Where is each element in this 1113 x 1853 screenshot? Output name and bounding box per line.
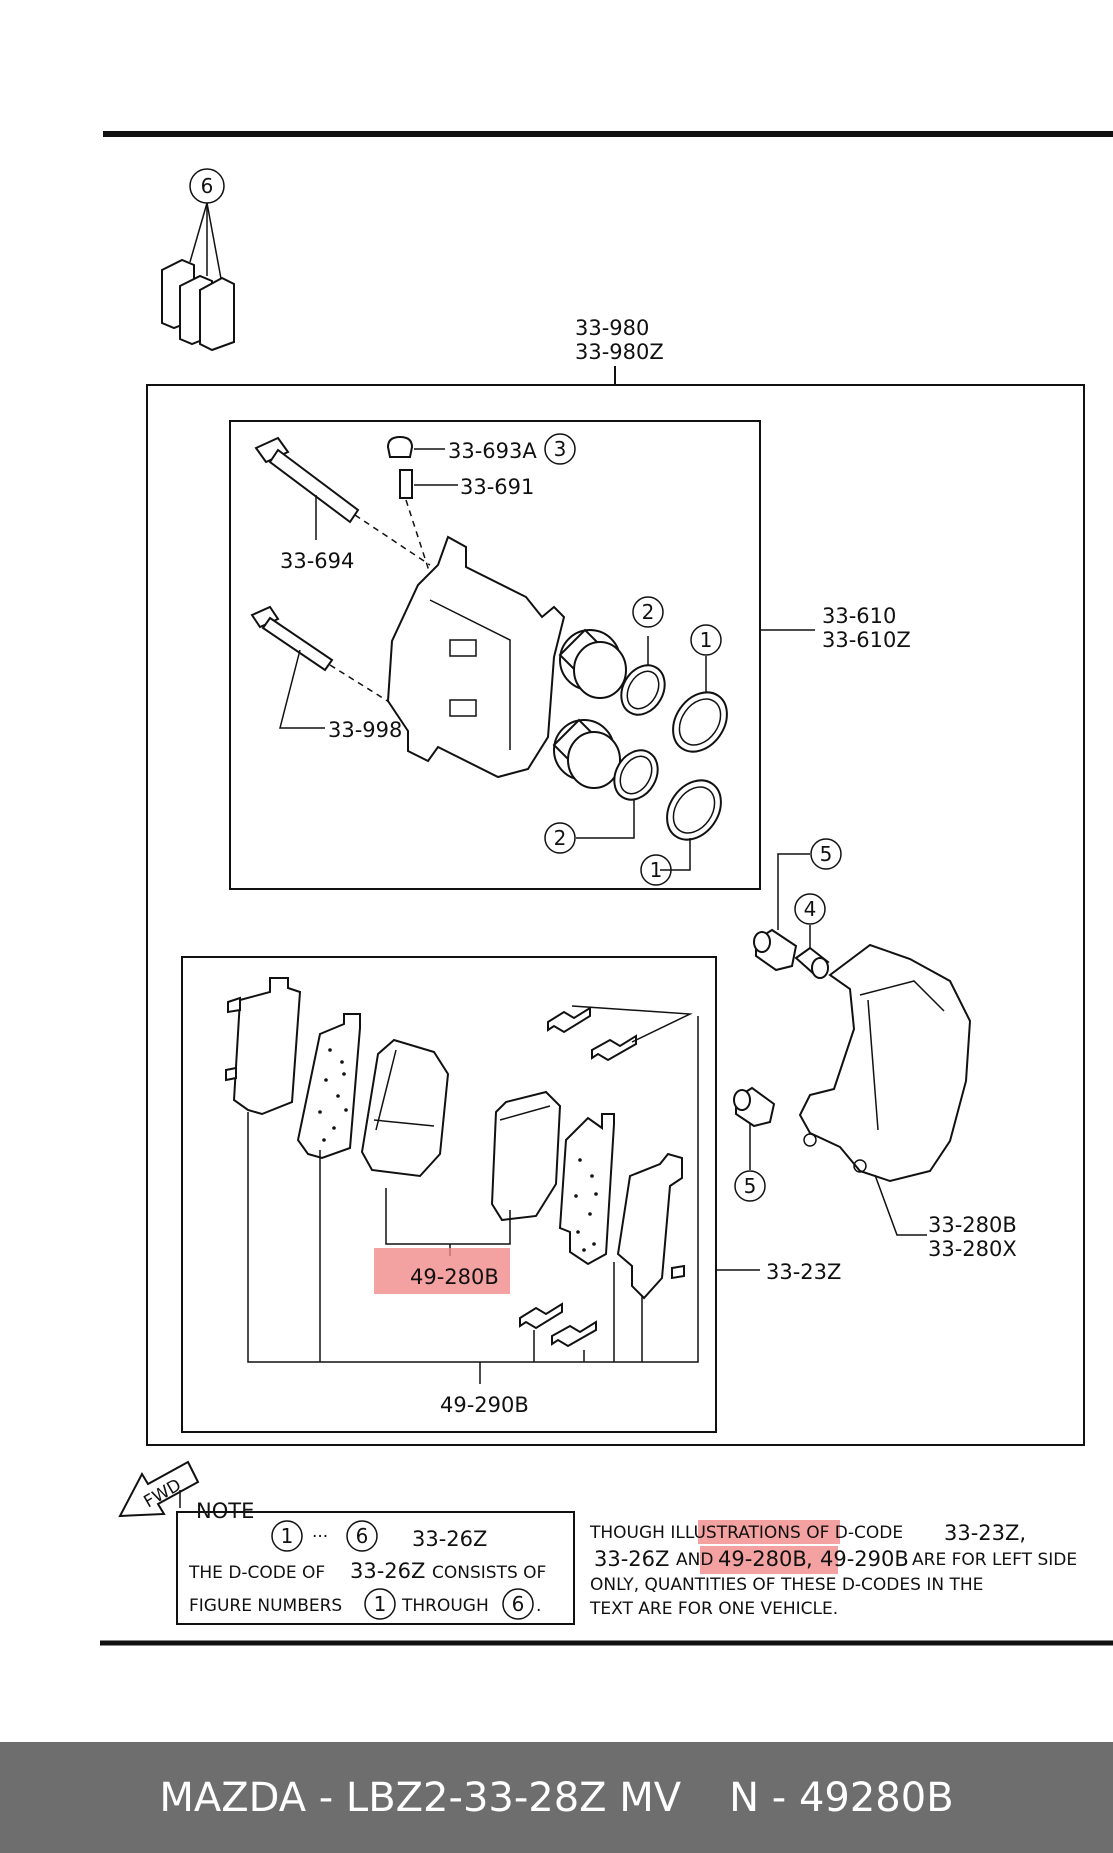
label-33-980: 33-980 xyxy=(575,316,649,340)
svg-text:49-290B: 49-290B xyxy=(820,1547,909,1571)
piston-seal-top: 2 xyxy=(620,596,666,716)
svg-text:1: 1 xyxy=(700,628,713,652)
clip-bottom-b xyxy=(551,1320,597,1348)
pad-kit-frame xyxy=(181,956,717,1433)
footer-aftermarket-part: N - 49280B xyxy=(729,1774,954,1821)
highlight-remark-code xyxy=(700,1546,838,1574)
outer-shim-right xyxy=(616,1152,685,1300)
remark-line-1: THOUGH ILLUSTRATIONS OF D-CODE xyxy=(589,1523,903,1543)
outer-shim-left xyxy=(225,977,302,1116)
svg-text:THE D-CODE OF: THE D-CODE OF xyxy=(188,1563,325,1583)
brake-pad-right xyxy=(490,1090,562,1222)
label-33-280b: 33-280B xyxy=(928,1213,1017,1237)
clip-kit-6: 6 xyxy=(161,168,235,352)
brake-caliper-diagram: 6 33-980 33-980Z 33-693A 3 33-691 33-694 xyxy=(100,131,1113,1646)
label-49-280b: 49-280B xyxy=(410,1265,499,1289)
svg-text:6: 6 xyxy=(512,1592,525,1616)
guide-pin-bottom: 33-998 xyxy=(250,605,411,742)
label-33-998: 33-998 xyxy=(328,718,402,742)
remark-line-3: ONLY, QUANTITIES OF THESE D-CODES IN THE xyxy=(590,1575,983,1595)
svg-text:···: ··· xyxy=(312,1527,328,1547)
dust-boot-bottom: 1 xyxy=(640,779,722,886)
svg-text:1: 1 xyxy=(650,858,663,882)
svg-text:2: 2 xyxy=(642,600,655,624)
remark-line-4: TEXT ARE FOR ONE VEHICLE. xyxy=(589,1599,838,1619)
label-33-693a: 33-693A xyxy=(448,439,537,463)
label-33-694: 33-694 xyxy=(280,549,354,573)
svg-text:33-26Z: 33-26Z xyxy=(350,1559,425,1583)
label-33-280x: 33-280X xyxy=(928,1237,1017,1261)
svg-text:,: , xyxy=(806,1547,813,1571)
label-33-610z: 33-610Z xyxy=(822,628,911,652)
label-33-610: 33-610 xyxy=(822,604,896,628)
bleeder-screw: 33-691 xyxy=(399,469,534,499)
svg-text:5: 5 xyxy=(820,842,833,866)
svg-text:THROUGH: THROUGH xyxy=(401,1596,489,1616)
label-49-290b: 49-290B xyxy=(440,1393,529,1417)
svg-text:1: 1 xyxy=(374,1592,387,1616)
clip-bottom-a xyxy=(519,1302,563,1330)
svg-text:ARE FOR LEFT SIDE: ARE FOR LEFT SIDE xyxy=(912,1550,1077,1570)
clip-top-a xyxy=(547,1006,591,1034)
bleeder-cap: 33-693A 3 xyxy=(386,433,576,465)
brake-pad-left xyxy=(360,1038,450,1178)
guide-pin-top: 33-694 xyxy=(254,436,431,573)
note-range-to: 6 xyxy=(356,1524,369,1548)
bush-4: 4 xyxy=(794,893,830,979)
inner-shim-right xyxy=(558,1113,615,1266)
sleeve-5-bottom: 5 xyxy=(733,1086,776,1202)
sleeve-5-top: 5 xyxy=(753,838,842,972)
svg-text:.: . xyxy=(536,1596,541,1616)
label-33-691: 33-691 xyxy=(460,475,534,499)
piston-bottom xyxy=(552,718,621,789)
highlight-remark-top xyxy=(698,1520,840,1544)
svg-text:2: 2 xyxy=(554,826,567,850)
remark-49-280b: 49-280B xyxy=(718,1547,807,1571)
note-box xyxy=(176,1511,575,1625)
caliper-body xyxy=(386,535,566,779)
highlight-49-280b xyxy=(374,1248,510,1294)
assembly-frame xyxy=(146,384,1085,1446)
note-range-from: 1 xyxy=(281,1524,294,1548)
mounting-bracket xyxy=(798,943,972,1236)
svg-text:5: 5 xyxy=(744,1174,757,1198)
footer-oem-part: MAZDA - LBZ2-33-28Z MV xyxy=(159,1774,682,1821)
piston-top xyxy=(558,628,627,699)
dust-boot-top: 1 xyxy=(672,624,728,753)
clip-top-b xyxy=(591,1034,637,1062)
inner-shim-left xyxy=(296,1013,361,1160)
caliper-frame xyxy=(229,420,761,890)
label-33-23z: 33-23Z xyxy=(766,1260,841,1284)
svg-text:6: 6 xyxy=(201,174,214,198)
fwd-arrow: FWD xyxy=(118,1460,200,1518)
svg-text:33-23Z,: 33-23Z, xyxy=(944,1521,1026,1545)
svg-text:CONSISTS OF: CONSISTS OF xyxy=(432,1563,546,1583)
svg-text:FIGURE NUMBERS: FIGURE NUMBERS xyxy=(189,1596,342,1616)
svg-text:3: 3 xyxy=(554,437,567,461)
svg-text:AND: AND xyxy=(676,1550,713,1570)
label-33-980z: 33-980Z xyxy=(575,340,664,364)
piston-seal-bottom: 2 xyxy=(544,749,659,854)
svg-text:33-26Z: 33-26Z xyxy=(594,1547,669,1571)
note-range-code: 33-26Z xyxy=(412,1527,487,1551)
svg-text:4: 4 xyxy=(804,897,817,921)
part-number-footer: MAZDA - LBZ2-33-28Z MV N - 49280B xyxy=(0,1742,1113,1853)
